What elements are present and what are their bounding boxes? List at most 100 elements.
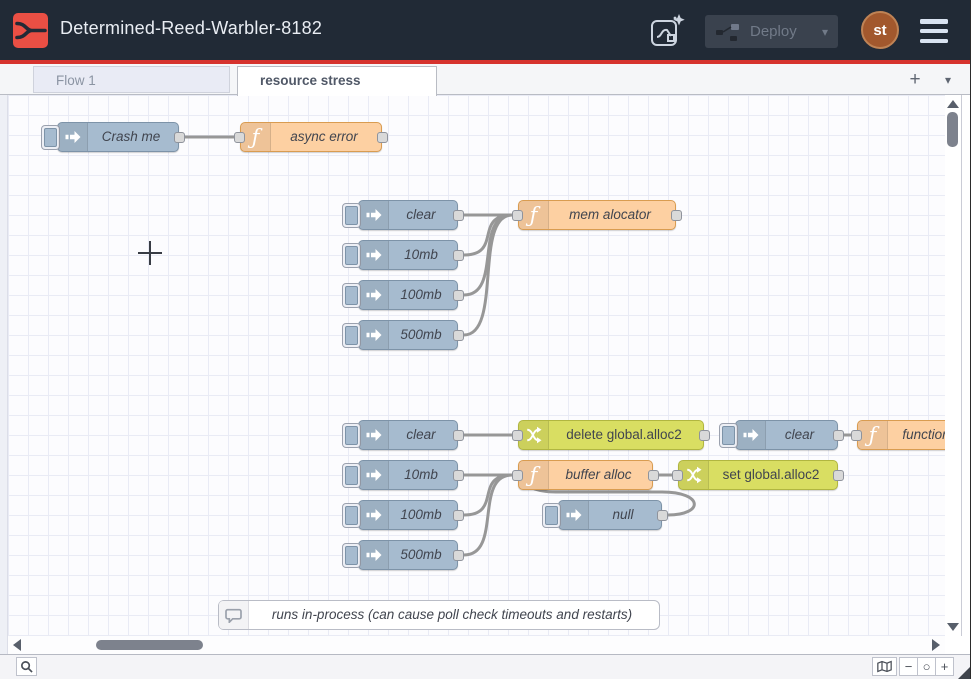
node-comment-comment[interactable]: runs in-process (can cause poll check ti… <box>218 600 660 630</box>
scroll-down-arrow-icon[interactable] <box>947 623 959 631</box>
resize-grip[interactable] <box>958 666 971 679</box>
inject-arrow-icon <box>359 241 389 269</box>
output-port[interactable] <box>377 132 388 143</box>
node-function-async-error[interactable]: ƒasync error <box>240 122 382 152</box>
function-icon: ƒ <box>241 123 271 151</box>
inject-button-inner <box>345 466 358 485</box>
zoom-in-button[interactable]: + <box>935 657 954 676</box>
input-port[interactable] <box>512 210 523 221</box>
shuffle-icon <box>519 421 549 449</box>
output-port[interactable] <box>648 470 659 481</box>
inject-arrow-icon <box>559 501 589 529</box>
tab-flow-1[interactable]: Flow 1 <box>33 66 230 93</box>
function-icon: ƒ <box>858 421 888 449</box>
tab-resource-stress[interactable]: resource stress <box>237 66 437 96</box>
node-inject-crash-me[interactable]: Crash me <box>57 122 179 152</box>
output-port[interactable] <box>453 290 464 301</box>
node-label: 10mb <box>389 461 453 489</box>
output-port[interactable] <box>453 510 464 521</box>
output-port[interactable] <box>657 510 668 521</box>
vertical-scroll-thumb[interactable] <box>947 112 958 147</box>
output-port[interactable] <box>699 430 710 441</box>
flow-tabbar: Flow 1 resource stress + ▾ <box>0 64 971 95</box>
deploy-button-label: Deploy <box>750 23 797 40</box>
node-label: clear <box>389 421 453 449</box>
flow-assistant-icon[interactable] <box>648 13 686 49</box>
output-port[interactable] <box>174 132 185 143</box>
scroll-left-arrow-icon[interactable] <box>13 639 21 651</box>
inject-arrow-icon <box>359 321 389 349</box>
map-icon <box>877 660 892 673</box>
inject-button-inner <box>345 426 358 445</box>
node-inject-100mb-2[interactable]: 100mb <box>358 500 458 530</box>
input-port[interactable] <box>851 430 862 441</box>
node-label: 500mb <box>389 541 453 569</box>
node-label: set global.alloc2 <box>709 461 833 489</box>
navigator-button[interactable] <box>872 657 897 676</box>
vertical-scrollbar[interactable] <box>945 95 962 636</box>
flow-canvas[interactable]: Crash me ƒasync error clear 10mb 100mb 500mb ƒ… <box>8 95 945 636</box>
wire-layer <box>8 95 945 636</box>
output-port[interactable] <box>453 250 464 261</box>
output-port[interactable] <box>833 470 844 481</box>
flowfuse-logo-icon[interactable] <box>13 13 48 48</box>
node-function-mem-alocator[interactable]: ƒmem alocator <box>518 200 676 230</box>
footer-toolbar: − ○ + <box>0 654 971 679</box>
main-menu-icon[interactable] <box>920 19 948 43</box>
inject-button-inner <box>345 506 358 525</box>
flow-list-caret-icon[interactable]: ▾ <box>938 70 958 90</box>
scroll-up-arrow-icon[interactable] <box>947 100 959 108</box>
palette-collapsed-strip <box>0 95 8 654</box>
inject-button-inner <box>345 206 358 225</box>
node-inject-500mb-2[interactable]: 500mb <box>358 540 458 570</box>
node-change-set-global-alloc2[interactable]: set global.alloc2 <box>678 460 838 490</box>
inject-button-inner <box>44 128 57 147</box>
function-icon: ƒ <box>519 461 549 489</box>
user-avatar[interactable]: st <box>861 11 899 49</box>
input-port[interactable] <box>672 470 683 481</box>
node-inject-clear-1[interactable]: clear <box>358 200 458 230</box>
zoom-out-button[interactable]: − <box>899 657 918 676</box>
node-inject-10mb-2[interactable]: 10mb <box>358 460 458 490</box>
deploy-button[interactable]: Deploy ▾ <box>705 15 838 48</box>
output-port[interactable] <box>453 550 464 561</box>
node-function-function[interactable]: ƒfunction <box>857 420 945 450</box>
node-inject-null[interactable]: null <box>558 500 662 530</box>
output-port[interactable] <box>671 210 682 221</box>
output-port[interactable] <box>453 210 464 221</box>
output-port[interactable] <box>453 430 464 441</box>
horizontal-scroll-thumb[interactable] <box>96 640 203 650</box>
node-label: 100mb <box>389 281 453 309</box>
input-port[interactable] <box>512 430 523 441</box>
deploy-nodes-icon <box>715 22 741 42</box>
node-function-buffer-alloc[interactable]: ƒbuffer alloc <box>518 460 653 490</box>
header: Determined-Reed-Warbler-8182 Deploy ▾ st <box>0 0 971 60</box>
node-label: buffer alloc <box>549 461 648 489</box>
add-flow-button[interactable]: + <box>903 68 927 92</box>
inject-button-inner <box>345 546 358 565</box>
input-port[interactable] <box>512 470 523 481</box>
scroll-right-arrow-icon[interactable] <box>932 639 940 651</box>
node-inject-10mb-1[interactable]: 10mb <box>358 240 458 270</box>
node-inject-clear-3[interactable]: clear <box>735 420 838 450</box>
inject-arrow-icon <box>359 201 389 229</box>
node-inject-500mb-1[interactable]: 500mb <box>358 320 458 350</box>
output-port[interactable] <box>453 470 464 481</box>
zoom-reset-button[interactable]: ○ <box>917 657 936 676</box>
output-port[interactable] <box>833 430 844 441</box>
function-icon: ƒ <box>519 201 549 229</box>
node-label: clear <box>766 421 833 449</box>
node-label: delete global.alloc2 <box>549 421 699 449</box>
node-inject-100mb-1[interactable]: 100mb <box>358 280 458 310</box>
search-button[interactable] <box>16 657 37 676</box>
node-change-delete-global-alloc2[interactable]: delete global.alloc2 <box>518 420 704 450</box>
output-port[interactable] <box>453 330 464 341</box>
node-inject-clear-2[interactable]: clear <box>358 420 458 450</box>
input-port[interactable] <box>234 132 245 143</box>
node-label: 100mb <box>389 501 453 529</box>
inject-arrow-icon <box>58 123 88 151</box>
comment-bubble-icon <box>219 601 249 629</box>
node-label: 10mb <box>389 241 453 269</box>
deploy-options-caret-icon[interactable]: ▾ <box>822 25 828 39</box>
